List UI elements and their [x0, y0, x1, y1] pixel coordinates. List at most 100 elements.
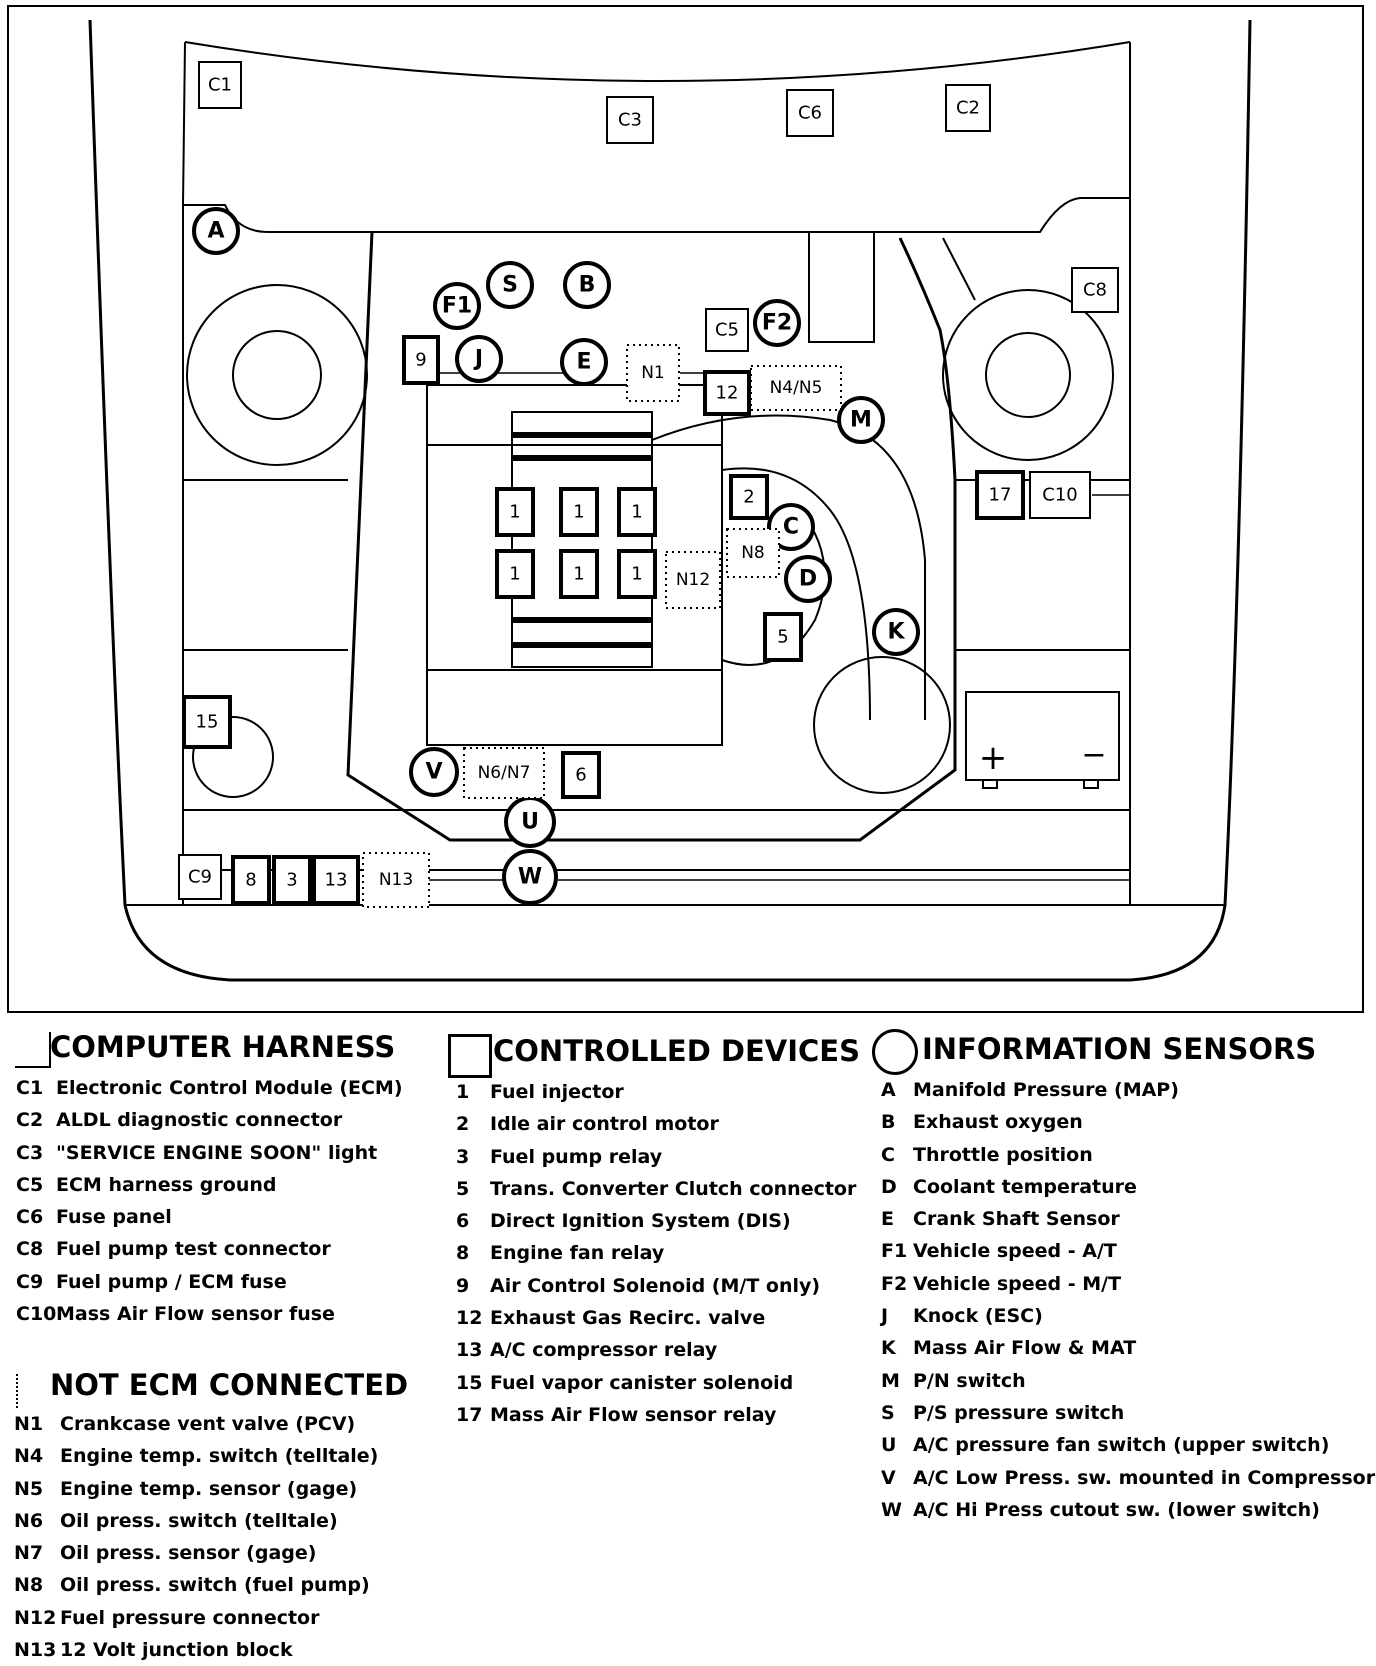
- device-square-icon: [448, 1034, 492, 1078]
- controlled-device-box: [729, 474, 769, 520]
- legend-title: CONTROLLED DEVICES: [493, 1034, 861, 1068]
- harness-connector-label: C3: [618, 110, 642, 131]
- legend-item-code: N8: [14, 1574, 44, 1597]
- battery-post-right: [1083, 779, 1099, 789]
- intake-manifold: [511, 411, 653, 668]
- controlled-device-label: 5: [777, 627, 788, 648]
- controlled-device-label: 1: [509, 564, 520, 585]
- legend-item-code: B: [881, 1111, 896, 1134]
- information-sensor-label: M: [850, 408, 872, 433]
- wire-c8: [942, 237, 976, 301]
- legend-item-label: ALDL diagnostic connector: [56, 1109, 343, 1132]
- not-ecm-connected-box: [463, 747, 545, 799]
- legend-item-label: Trans. Converter Clutch connector: [490, 1177, 857, 1200]
- legend-item-code: 13: [456, 1339, 483, 1362]
- cowl-top: [184, 41, 1131, 82]
- not-ecm-connected-box: [626, 344, 680, 402]
- legend-item-label: "SERVICE ENGINE SOON" light: [56, 1141, 378, 1164]
- harness-connector-label: C2: [956, 98, 980, 119]
- legend-item-code: 1: [456, 1081, 470, 1103]
- legend-item-code: W: [881, 1498, 902, 1521]
- legend-item-code: K: [881, 1337, 896, 1360]
- vapor-canister: [192, 716, 274, 798]
- harness-square-icon: [15, 1032, 51, 1068]
- legend-item: C5 ECM harness ground: [16, 1169, 403, 1201]
- controlled-device-label: 12: [716, 383, 739, 404]
- legend-item-code: C5: [16, 1173, 44, 1196]
- legend-item-label: Vehicle speed - M/T: [913, 1272, 1122, 1295]
- legend-item-code: D: [881, 1175, 897, 1198]
- legend-item-label: Crank Shaft Sensor: [913, 1208, 1120, 1231]
- information-sensor-label: F1: [442, 294, 472, 319]
- legend-item-label: Exhaust Gas Recirc. valve: [490, 1307, 766, 1330]
- legend-item-label: Oil press. sensor (gage): [60, 1542, 317, 1565]
- controlled-device-box: [495, 487, 535, 537]
- legend-item-code: 3: [456, 1145, 470, 1168]
- legend-item: 2 Idle air control motor: [456, 1108, 860, 1140]
- legend-item-code: M: [881, 1369, 900, 1392]
- not-ecm-connected-box: [750, 365, 842, 411]
- controlled-device-box: [703, 370, 751, 416]
- harness-connector-label: C6: [798, 103, 822, 124]
- not-ecm-connected-label: N6/N7: [478, 763, 531, 783]
- information-sensor-label: S: [502, 273, 518, 298]
- air-duct-outer: [651, 414, 926, 720]
- legend-item: 13 A/C compressor relay: [456, 1334, 860, 1366]
- sensor-circle-icon: [872, 1029, 918, 1075]
- information-sensor-circle: [837, 396, 885, 444]
- legend-item-label: Idle air control motor: [490, 1113, 719, 1136]
- information-sensor-label: D: [799, 567, 817, 592]
- legend-item-code: N6: [14, 1509, 44, 1532]
- information-sensor-circle: [486, 261, 534, 309]
- right-strut-tower: [942, 289, 1114, 461]
- legend-item-code: N12: [14, 1606, 57, 1629]
- right-strut-inner: [985, 332, 1071, 418]
- cowl-left: [182, 41, 186, 206]
- air-duct-inner: [721, 467, 871, 721]
- legend-item-label: Knock (ESC): [913, 1305, 1043, 1328]
- legend-item-code: 2: [456, 1113, 470, 1136]
- legend-item-code: N4: [14, 1445, 44, 1468]
- legend-item-code: N1: [14, 1413, 44, 1435]
- legend-item-label: A/C Hi Press cutout sw. (lower switch): [913, 1498, 1320, 1521]
- legend-item-label: Vehicle speed - A/T: [913, 1240, 1117, 1263]
- legend-item-label: A/C pressure fan switch (upper switch): [913, 1434, 1330, 1457]
- legend-item-code: C9: [16, 1270, 44, 1293]
- legend-item-label: A/C compressor relay: [490, 1339, 718, 1362]
- not-ecm-connected-box: [726, 528, 780, 578]
- engine-block-inner: [426, 444, 723, 671]
- legend-item-label: ECM harness ground: [56, 1173, 277, 1196]
- battery-post-left: [982, 779, 998, 789]
- legend-item-code: J: [881, 1305, 889, 1328]
- legend-item: B Exhaust oxygen: [881, 1106, 1375, 1138]
- legend-item-code: 5: [456, 1177, 470, 1200]
- harness-connector-box: [198, 61, 242, 109]
- controlled-device-label: 13: [325, 870, 348, 891]
- battery-minus-terminal: −: [1081, 738, 1106, 773]
- legend-item-code: C: [881, 1143, 895, 1166]
- controlled-device-box: [312, 855, 360, 905]
- engine-cradle: [346, 231, 957, 842]
- legend-item-label: Exhaust oxygen: [913, 1111, 1083, 1134]
- legend-item-code: C1: [16, 1077, 44, 1099]
- controlled-device-box: [182, 695, 232, 749]
